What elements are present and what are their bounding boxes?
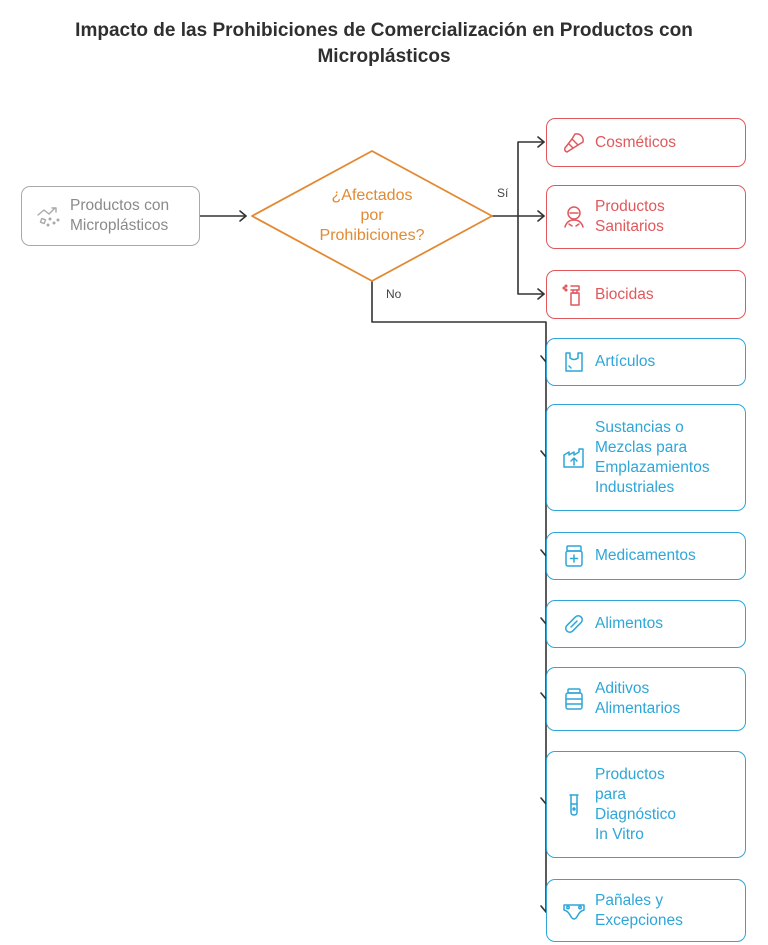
node-diagnostico: Productos para Diagnóstico In Vitro [546, 751, 746, 858]
decision-line-2: por [360, 207, 384, 224]
decision-label: ¿Afectados por Prohibiciones? [292, 186, 452, 246]
panales-line-1: Pañales y [595, 891, 664, 909]
node-panales: Pañales y Excepciones [546, 879, 746, 942]
diagnostico-line-2: para [595, 785, 627, 803]
source-node: Productos con Microplásticos [21, 186, 200, 246]
industriales-line-2: Mezclas para [595, 438, 688, 456]
arrowhead-cosmeticos [537, 136, 545, 148]
connector-yes-biocidas [517, 215, 545, 295]
panales-label: Pañales y Excepciones [595, 891, 683, 931]
no-edge-label: No [386, 287, 402, 301]
source-line-1: Productos con [70, 197, 170, 214]
node-industriales: Sustancias o Mezclas para Emplazamientos… [546, 404, 746, 511]
articulos-label: Artículos [595, 352, 655, 372]
aditivos-line-2: Alimentarios [595, 700, 681, 717]
connector-yes-trunk [491, 141, 545, 217]
medicine-jar-icon [559, 541, 589, 571]
arrowhead-sanitarios [537, 210, 545, 222]
diagnostico-line-1: Productos [595, 765, 665, 783]
sanitary-mask-icon [559, 202, 589, 232]
capsule-icon [559, 609, 589, 639]
diagnostico-line-3: Diagnóstico [595, 805, 676, 823]
alimentos-line-1: Alimentos [595, 615, 664, 632]
medicamentos-line-1: Medicamentos [595, 547, 696, 564]
industriales-line-3: Emplazamientos [595, 458, 710, 476]
decision-line-3: Prohibiciones? [319, 227, 425, 244]
node-medicamentos: Medicamentos [546, 532, 746, 580]
diagnostico-label: Productos para Diagnóstico In Vitro [595, 765, 676, 845]
sanitarios-label: Productos Sanitarios [595, 197, 665, 237]
diaper-icon [559, 896, 589, 926]
arrowhead-biocidas [537, 288, 545, 300]
panales-line-2: Excepciones [595, 911, 683, 929]
industriales-label: Sustancias o Mezclas para Emplazamientos… [595, 418, 710, 498]
factory-icon [559, 443, 589, 473]
aditivos-label: Aditivos Alimentarios [595, 679, 680, 719]
aditivos-line-1: Aditivos [595, 680, 650, 697]
arrowhead-decision [239, 210, 247, 222]
industriales-line-1: Sustancias o [595, 418, 684, 436]
node-sanitarios: Productos Sanitarios [546, 185, 746, 249]
alimentos-label: Alimentos [595, 614, 663, 634]
brush-icon [559, 128, 589, 158]
biocidas-line-1: Biocidas [595, 285, 654, 303]
yes-edge-label: Sí [497, 186, 509, 200]
node-articulos: Artículos [546, 338, 746, 386]
decision-line-1: ¿Afectados [331, 187, 413, 204]
title-line-1: Impacto de las Prohibiciones de Comercia… [75, 20, 693, 41]
articulos-line-1: Artículos [595, 353, 656, 370]
industriales-line-4: Industriales [595, 478, 675, 496]
node-aditivos: Aditivos Alimentarios [546, 667, 746, 731]
spray-bottle-icon [559, 280, 589, 310]
bag-icon [559, 347, 589, 377]
cosmeticos-line-1: Cosméticos [595, 133, 676, 151]
microplastics-icon [34, 201, 64, 231]
biocidas-label: Biocidas [595, 285, 654, 305]
diagram-title: Impacto de las Prohibiciones de Comercia… [0, 18, 768, 70]
additive-jar-icon [559, 684, 589, 714]
node-alimentos: Alimentos [546, 600, 746, 648]
medicamentos-label: Medicamentos [595, 546, 696, 566]
decision-diamond [251, 150, 493, 282]
sanitarios-line-2: Sanitarios [595, 218, 664, 235]
source-line-2: Microplásticos [70, 217, 169, 234]
node-biocidas: Biocidas [546, 270, 746, 319]
test-tube-icon [559, 790, 589, 820]
sanitarios-line-1: Productos [595, 198, 665, 215]
source-label: Productos con Microplásticos [70, 196, 169, 236]
diagnostico-line-4: In Vitro [595, 825, 644, 843]
connector-no-trunk [371, 280, 547, 913]
node-cosmeticos: Cosméticos [546, 118, 746, 167]
cosmeticos-label: Cosméticos [595, 133, 676, 153]
title-line-2: Microplásticos [317, 46, 451, 67]
